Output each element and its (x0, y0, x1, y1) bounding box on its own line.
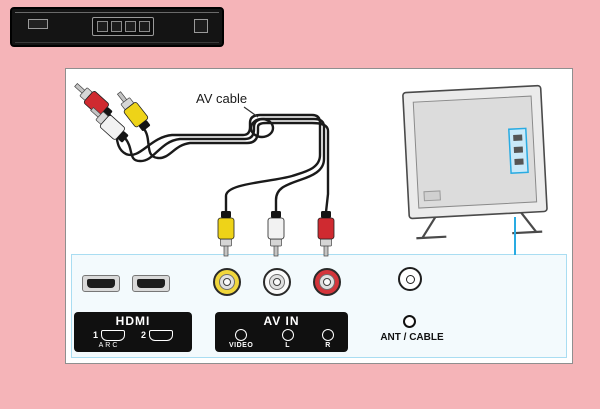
cable-loop (249, 117, 275, 139)
label-leader-line (243, 106, 259, 118)
audio-left-hole-group: L (281, 329, 294, 350)
hdmi-port-2-socket (132, 275, 170, 292)
hdmi-port-1-group: 1 ARC (93, 330, 125, 349)
audio-left-jack-icon (263, 268, 291, 296)
tv-back-illustration (402, 84, 548, 240)
connection-diagram: AV cable HDMI 1 ARC (65, 68, 573, 364)
hdmi-logo-text: HDMI (115, 314, 151, 328)
cable-wire (142, 121, 330, 214)
hdmi-port-1-socket (82, 275, 120, 292)
hdmi-port-2-number: 2 (141, 330, 147, 341)
antenna-coax-jack-icon (398, 267, 422, 291)
av-in-holes-row: VIDEO L R (215, 329, 348, 349)
av-plug-red-down-icon (317, 211, 335, 257)
hdmi-arc-label: ARC (98, 342, 120, 350)
av-plug-white-icon (90, 107, 129, 143)
av-in-title: AV IN (263, 314, 300, 328)
hdmi-port-2-group: 2 (141, 330, 174, 342)
video-hole-group: VIDEO (229, 329, 253, 349)
ant-jack-icon (403, 315, 416, 328)
audio-right-hole-icon (321, 329, 334, 342)
dvd-display-segment (124, 21, 136, 32)
audio-right-hole-group: R (321, 329, 334, 350)
av-plug-yellow-icon (116, 91, 151, 131)
av-cable-label: AV cable (196, 91, 248, 106)
jack-hole (223, 278, 231, 286)
hdmi-port-icon (149, 330, 174, 342)
hdmi-port-1-number: 1 (92, 330, 98, 341)
av-plug-white-down-icon (267, 211, 285, 257)
dvd-display-segment (96, 21, 108, 32)
dvd-display-segment (138, 21, 150, 32)
hdmi-label-plate: HDMI 1 ARC 2 (74, 312, 192, 352)
audio-right-jack-icon (313, 268, 341, 296)
dvd-display-panel (92, 17, 154, 36)
hdmi-port-icon (101, 330, 125, 342)
audio-left-label: L (285, 342, 291, 350)
av-in-label-plate: AV IN VIDEO L R (215, 312, 348, 352)
audio-left-hole-icon (281, 329, 294, 342)
tv-stand (416, 212, 543, 240)
av-plug-yellow-down-icon (217, 211, 235, 257)
av-cable-wires (107, 112, 330, 214)
tv-rear-ports-strip: HDMI 1 ARC 2 (71, 254, 567, 358)
av-plug-red-icon (74, 83, 113, 119)
jack-hole (323, 278, 331, 286)
video-label: VIDEO (229, 342, 254, 350)
hdmi-ports-row: 1 ARC 2 (74, 330, 192, 349)
composite-video-jack-icon (213, 268, 241, 296)
cable-wire (107, 112, 322, 214)
dvd-player-illustration (10, 7, 224, 47)
tv-av-port-highlight (508, 127, 529, 174)
dvd-display-segment (110, 21, 122, 32)
ant-cable-label: ANT / CABLE (380, 332, 444, 343)
audio-right-label: R (325, 342, 331, 350)
cable-wire (123, 117, 326, 214)
dvd-power-button-icon (194, 19, 208, 33)
jack-hole (273, 278, 281, 286)
tv-label-detail (423, 190, 441, 202)
dvd-disc-slot (28, 19, 48, 29)
video-hole-icon (235, 329, 248, 342)
